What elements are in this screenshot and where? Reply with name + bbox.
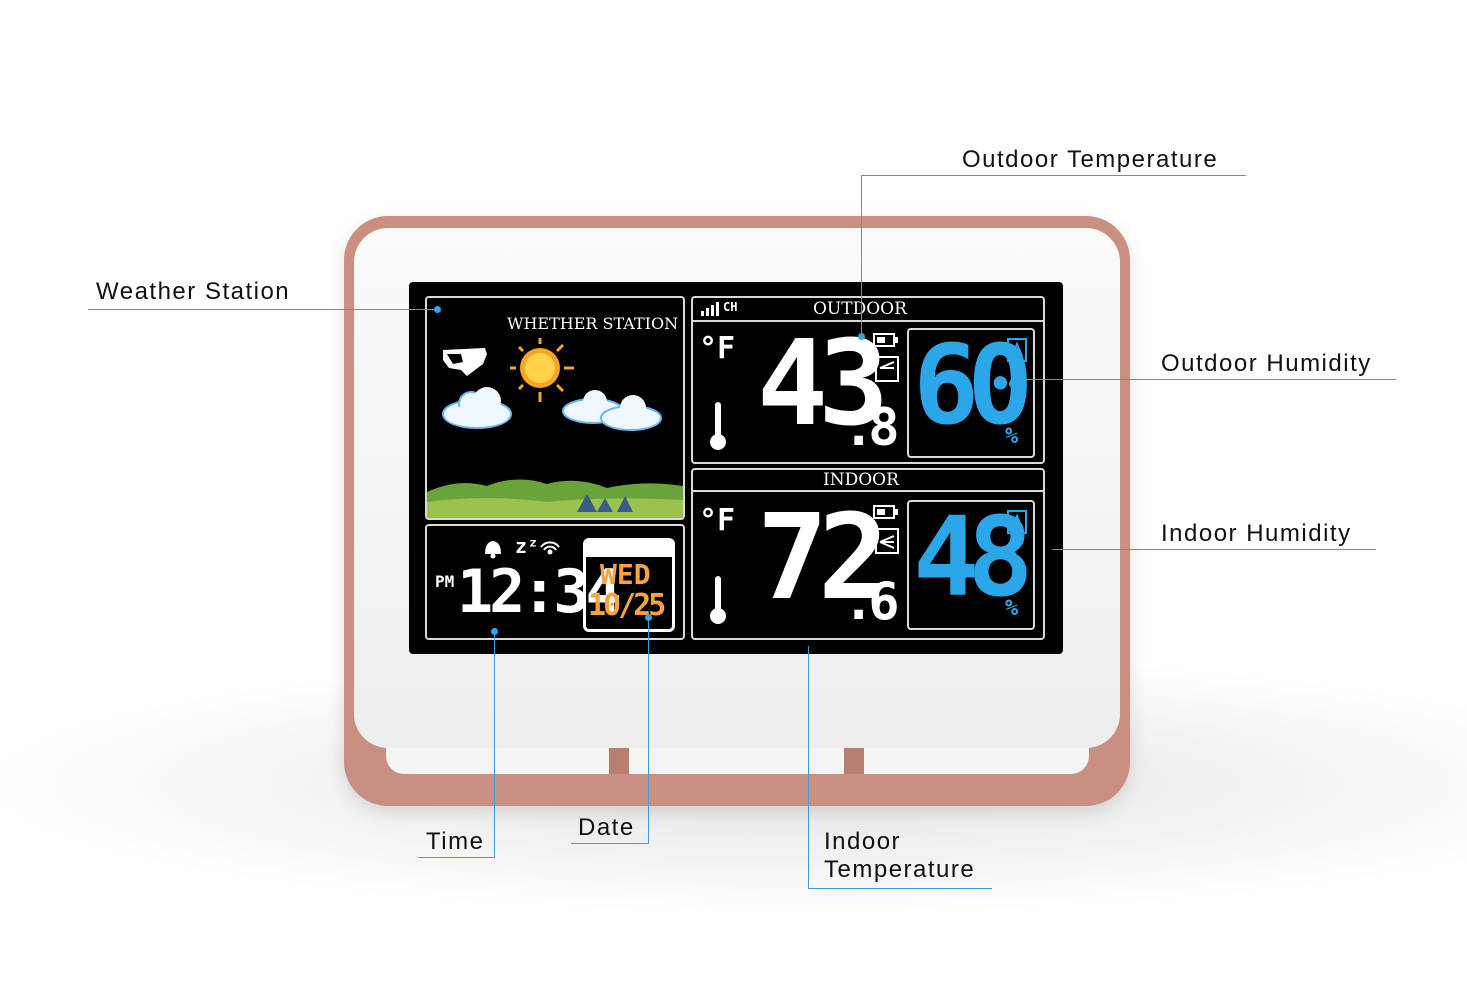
clock-panel: zᶻ PM 12:34 WED 10/25 xyxy=(425,524,685,640)
forecast-panel: WHETHER STATION xyxy=(425,296,685,520)
callout-line xyxy=(88,309,438,310)
callout-dot xyxy=(491,628,498,635)
callout-line xyxy=(808,888,992,889)
callout-time: Time xyxy=(426,828,485,855)
callout-outdoor-humidity: Outdoor Humidity xyxy=(1161,350,1372,377)
clock-time: 12:34 xyxy=(457,557,622,627)
frame-opening xyxy=(386,746,1089,774)
channel-label: CH xyxy=(723,300,738,314)
callout-line xyxy=(648,618,649,844)
outdoor-humidity-box: 60 % xyxy=(907,328,1035,458)
comfort-icon xyxy=(1007,510,1027,534)
outdoor-label: OUTDOOR xyxy=(813,299,907,319)
sun-icon xyxy=(510,338,574,402)
outdoor-panel: CH OUTDOOR °F 43 .8 60 % xyxy=(691,296,1045,464)
outdoor-header xyxy=(693,298,1043,322)
temp-unit: °F xyxy=(699,331,736,366)
callout-line xyxy=(571,843,649,844)
callout-line xyxy=(861,175,1246,176)
callout-line xyxy=(1016,379,1396,380)
usa-map-icon xyxy=(443,348,487,376)
thermometer-icon xyxy=(710,402,726,450)
trend-icon xyxy=(875,356,899,382)
radio-signal-icon xyxy=(540,541,560,555)
indoor-humidity-box: 48 % xyxy=(907,500,1035,630)
outdoor-temperature: 43 xyxy=(757,314,889,452)
temp-unit: °F xyxy=(699,503,736,538)
callout-outdoor-temperature: Outdoor Temperature xyxy=(962,146,1219,173)
date-value: 10/25 xyxy=(588,588,666,623)
indoor-header xyxy=(693,470,1043,492)
snooze-icon: zᶻ xyxy=(515,534,540,558)
ampm-indicator: PM xyxy=(435,572,455,591)
callout-weather-station: Weather Station xyxy=(96,278,291,305)
outdoor-temperature-decimal: .8 xyxy=(843,398,900,458)
callout-line xyxy=(861,175,862,335)
cloud-icon xyxy=(442,387,512,429)
callout-indoor-temperature: Indoor Temperature xyxy=(824,828,976,883)
calendar-icon: WED 10/25 xyxy=(583,538,675,632)
alarm-bell-icon xyxy=(485,541,501,559)
battery-icon xyxy=(873,333,898,347)
signal-strength-icon xyxy=(701,302,719,316)
callout-dot xyxy=(645,614,652,621)
indoor-temperature: 72 xyxy=(757,488,889,626)
callout-line xyxy=(418,857,495,858)
forecast-title: WHETHER STATION xyxy=(507,314,679,333)
weekday: WED xyxy=(600,558,651,591)
indoor-panel: INDOOR °F 72 .6 48 % xyxy=(691,468,1045,640)
callout-dot xyxy=(1013,376,1020,383)
callout-indoor-humidity: Indoor Humidity xyxy=(1161,520,1352,547)
battery-icon xyxy=(873,505,898,519)
water-drop-icon xyxy=(1009,376,1025,405)
landscape-image xyxy=(427,479,683,518)
percent-sign: % xyxy=(1005,424,1019,449)
callout-dot xyxy=(858,333,865,340)
forecast-scene xyxy=(427,338,683,518)
indoor-temperature-decimal: .6 xyxy=(843,572,900,632)
trend-icon xyxy=(875,528,899,554)
cloud-icon xyxy=(562,390,662,431)
comfort-icon xyxy=(1007,338,1027,362)
callout-line xyxy=(494,632,495,858)
indoor-label: INDOOR xyxy=(823,470,899,490)
water-drop-icon xyxy=(1009,548,1025,577)
stand-post xyxy=(609,744,629,774)
callout-date: Date xyxy=(578,814,635,841)
thermometer-icon xyxy=(710,576,726,624)
callout-dot xyxy=(434,306,441,313)
stand-post xyxy=(844,744,864,774)
lcd-screen: WHETHER STATION xyxy=(409,282,1063,654)
percent-sign: % xyxy=(1005,596,1019,621)
callout-line xyxy=(808,646,809,889)
callout-line xyxy=(1052,549,1376,550)
